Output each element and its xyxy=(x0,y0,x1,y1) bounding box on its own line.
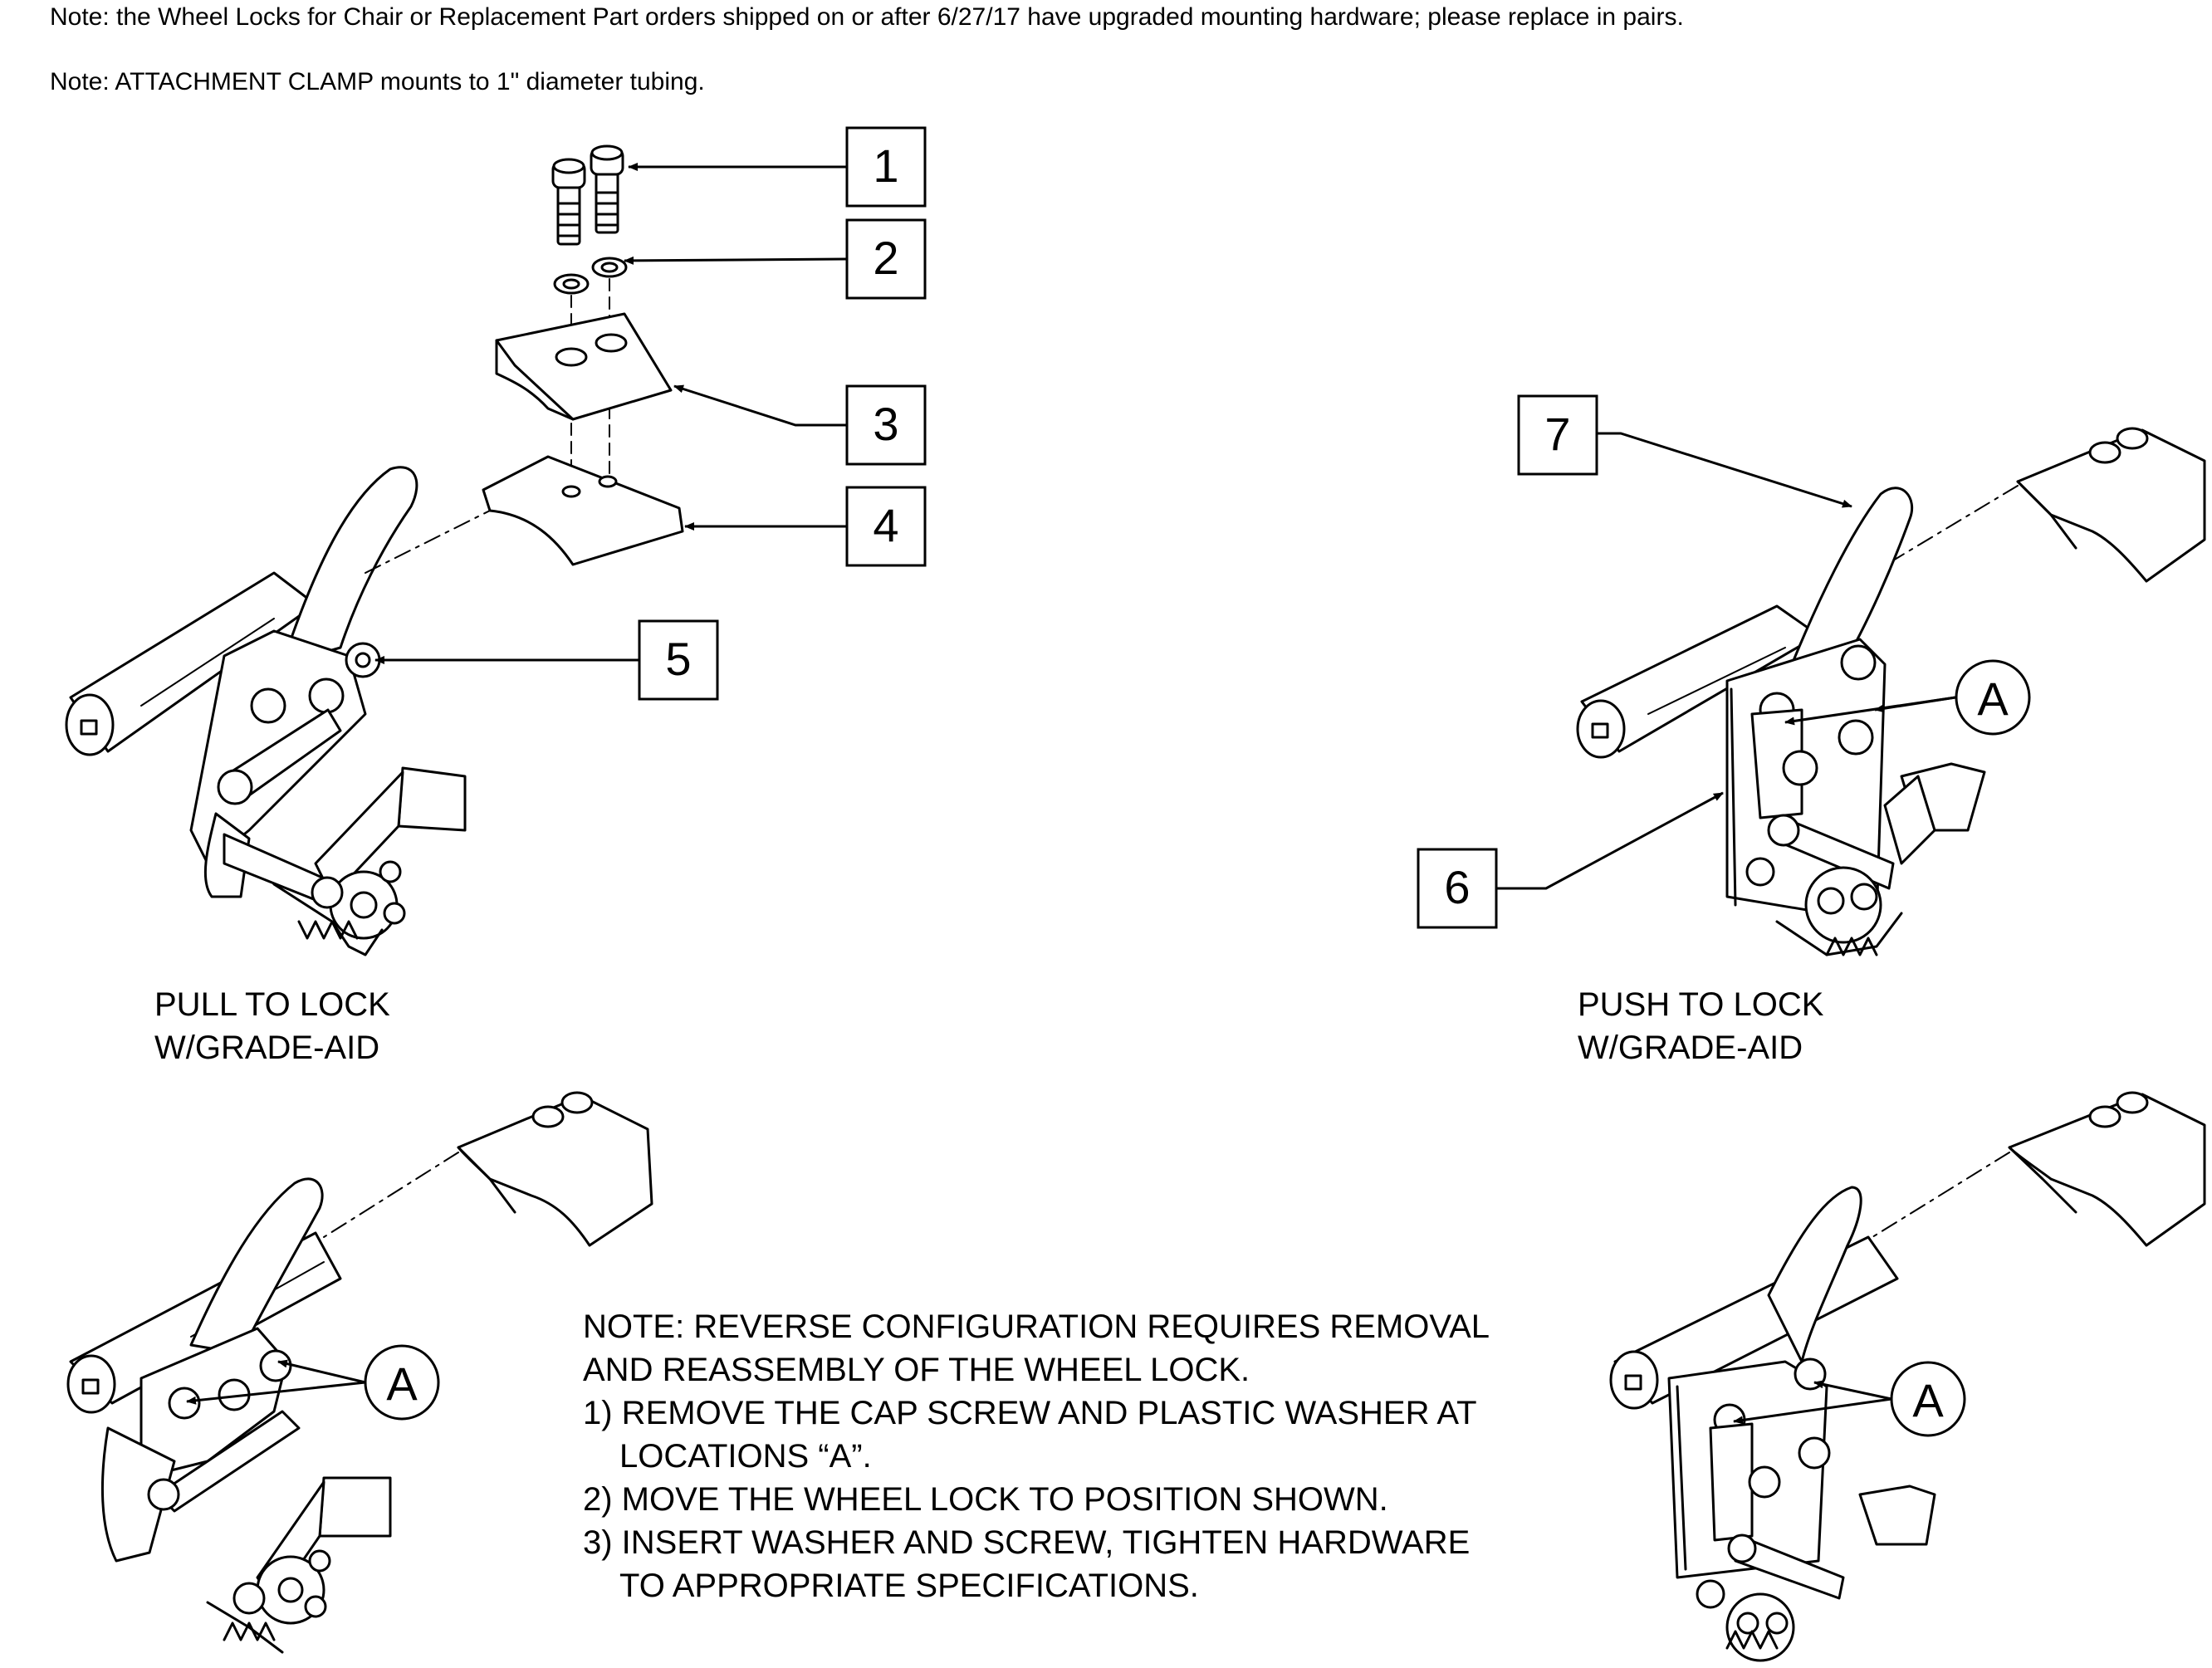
leader-lines xyxy=(186,163,1956,1425)
callout-2: 2 xyxy=(845,218,927,300)
wheel-lock-pull-reverse-assembly xyxy=(66,1177,392,1654)
svg-text:A: A xyxy=(1912,1374,1944,1426)
clamp-assembled-top-right xyxy=(2016,427,2206,583)
caption-push-line-1: PUSH TO LOCK xyxy=(1578,986,1824,1023)
callout-a-push: A xyxy=(1955,659,2031,736)
svg-text:2: 2 xyxy=(873,232,898,284)
callout-5: 5 xyxy=(638,619,719,701)
note-attachment-clamp: Note: ATTACHMENT CLAMP mounts to 1" diam… xyxy=(50,68,705,95)
reverse-note-line-2: AND REASSEMBLY OF THE WHEEL LOCK. xyxy=(583,1352,1250,1388)
washers xyxy=(553,257,628,295)
callout-a-push-reverse: A xyxy=(1890,1361,1966,1437)
caption-pull-line-2: W/GRADE-AID xyxy=(154,1030,380,1066)
callout-a-pull-reverse: A xyxy=(364,1344,440,1421)
svg-text:6: 6 xyxy=(1444,861,1470,913)
svg-text:7: 7 xyxy=(1544,408,1570,460)
clamp-bottom-half xyxy=(482,455,684,566)
reverse-configuration-note: NOTE: REVERSE CONFIGURATION REQUIRES REM… xyxy=(583,1305,1490,1607)
caption-push-to-lock: PUSH TO LOCK W/GRADE-AID xyxy=(1578,983,1823,1069)
svg-text:A: A xyxy=(386,1357,418,1410)
reverse-note-step-3: 3) INSERT WASHER AND SCREW, TIGHTEN HARD… xyxy=(583,1524,1471,1561)
svg-text:3: 3 xyxy=(873,398,898,450)
svg-text:1: 1 xyxy=(873,139,898,192)
reverse-note-step-1-cont: LOCATIONS “A”. xyxy=(619,1438,872,1475)
cap-screws xyxy=(551,144,624,246)
caption-push-line-2: W/GRADE-AID xyxy=(1578,1030,1803,1066)
reverse-note-step-2: 2) MOVE THE WHEEL LOCK TO POSITION SHOWN… xyxy=(583,1481,1388,1518)
callout-4: 4 xyxy=(845,486,927,567)
svg-text:4: 4 xyxy=(873,499,898,551)
clamp-assembled-bottom-right xyxy=(2008,1091,2206,1247)
wheel-lock-push-assembly xyxy=(1576,487,1986,956)
wheel-lock-pull-assembly xyxy=(65,466,467,956)
callout-3: 3 xyxy=(845,384,927,466)
svg-text:5: 5 xyxy=(665,633,691,685)
clamp-top-half xyxy=(495,312,673,421)
callout-6: 6 xyxy=(1417,848,1498,929)
reverse-note-step-3-cont: TO APPROPRIATE SPECIFICATIONS. xyxy=(619,1568,1199,1604)
callout-1: 1 xyxy=(845,126,927,208)
reverse-note-step-1: 1) REMOVE THE CAP SCREW AND PLASTIC WASH… xyxy=(583,1395,1477,1431)
note-mounting-hardware: Note: the Wheel Locks for Chair or Repla… xyxy=(50,3,1684,31)
svg-text:A: A xyxy=(1977,673,2009,725)
wheel-lock-push-reverse-assembly xyxy=(1609,1186,1936,1662)
caption-pull-line-1: PULL TO LOCK xyxy=(154,986,390,1023)
callout-7: 7 xyxy=(1517,394,1598,476)
clamp-assembled-bottom-left xyxy=(457,1091,653,1247)
caption-pull-to-lock: PULL TO LOCK W/GRADE-AID xyxy=(154,983,390,1069)
reverse-note-line-1: NOTE: REVERSE CONFIGURATION REQUIRES REM… xyxy=(583,1308,1490,1345)
